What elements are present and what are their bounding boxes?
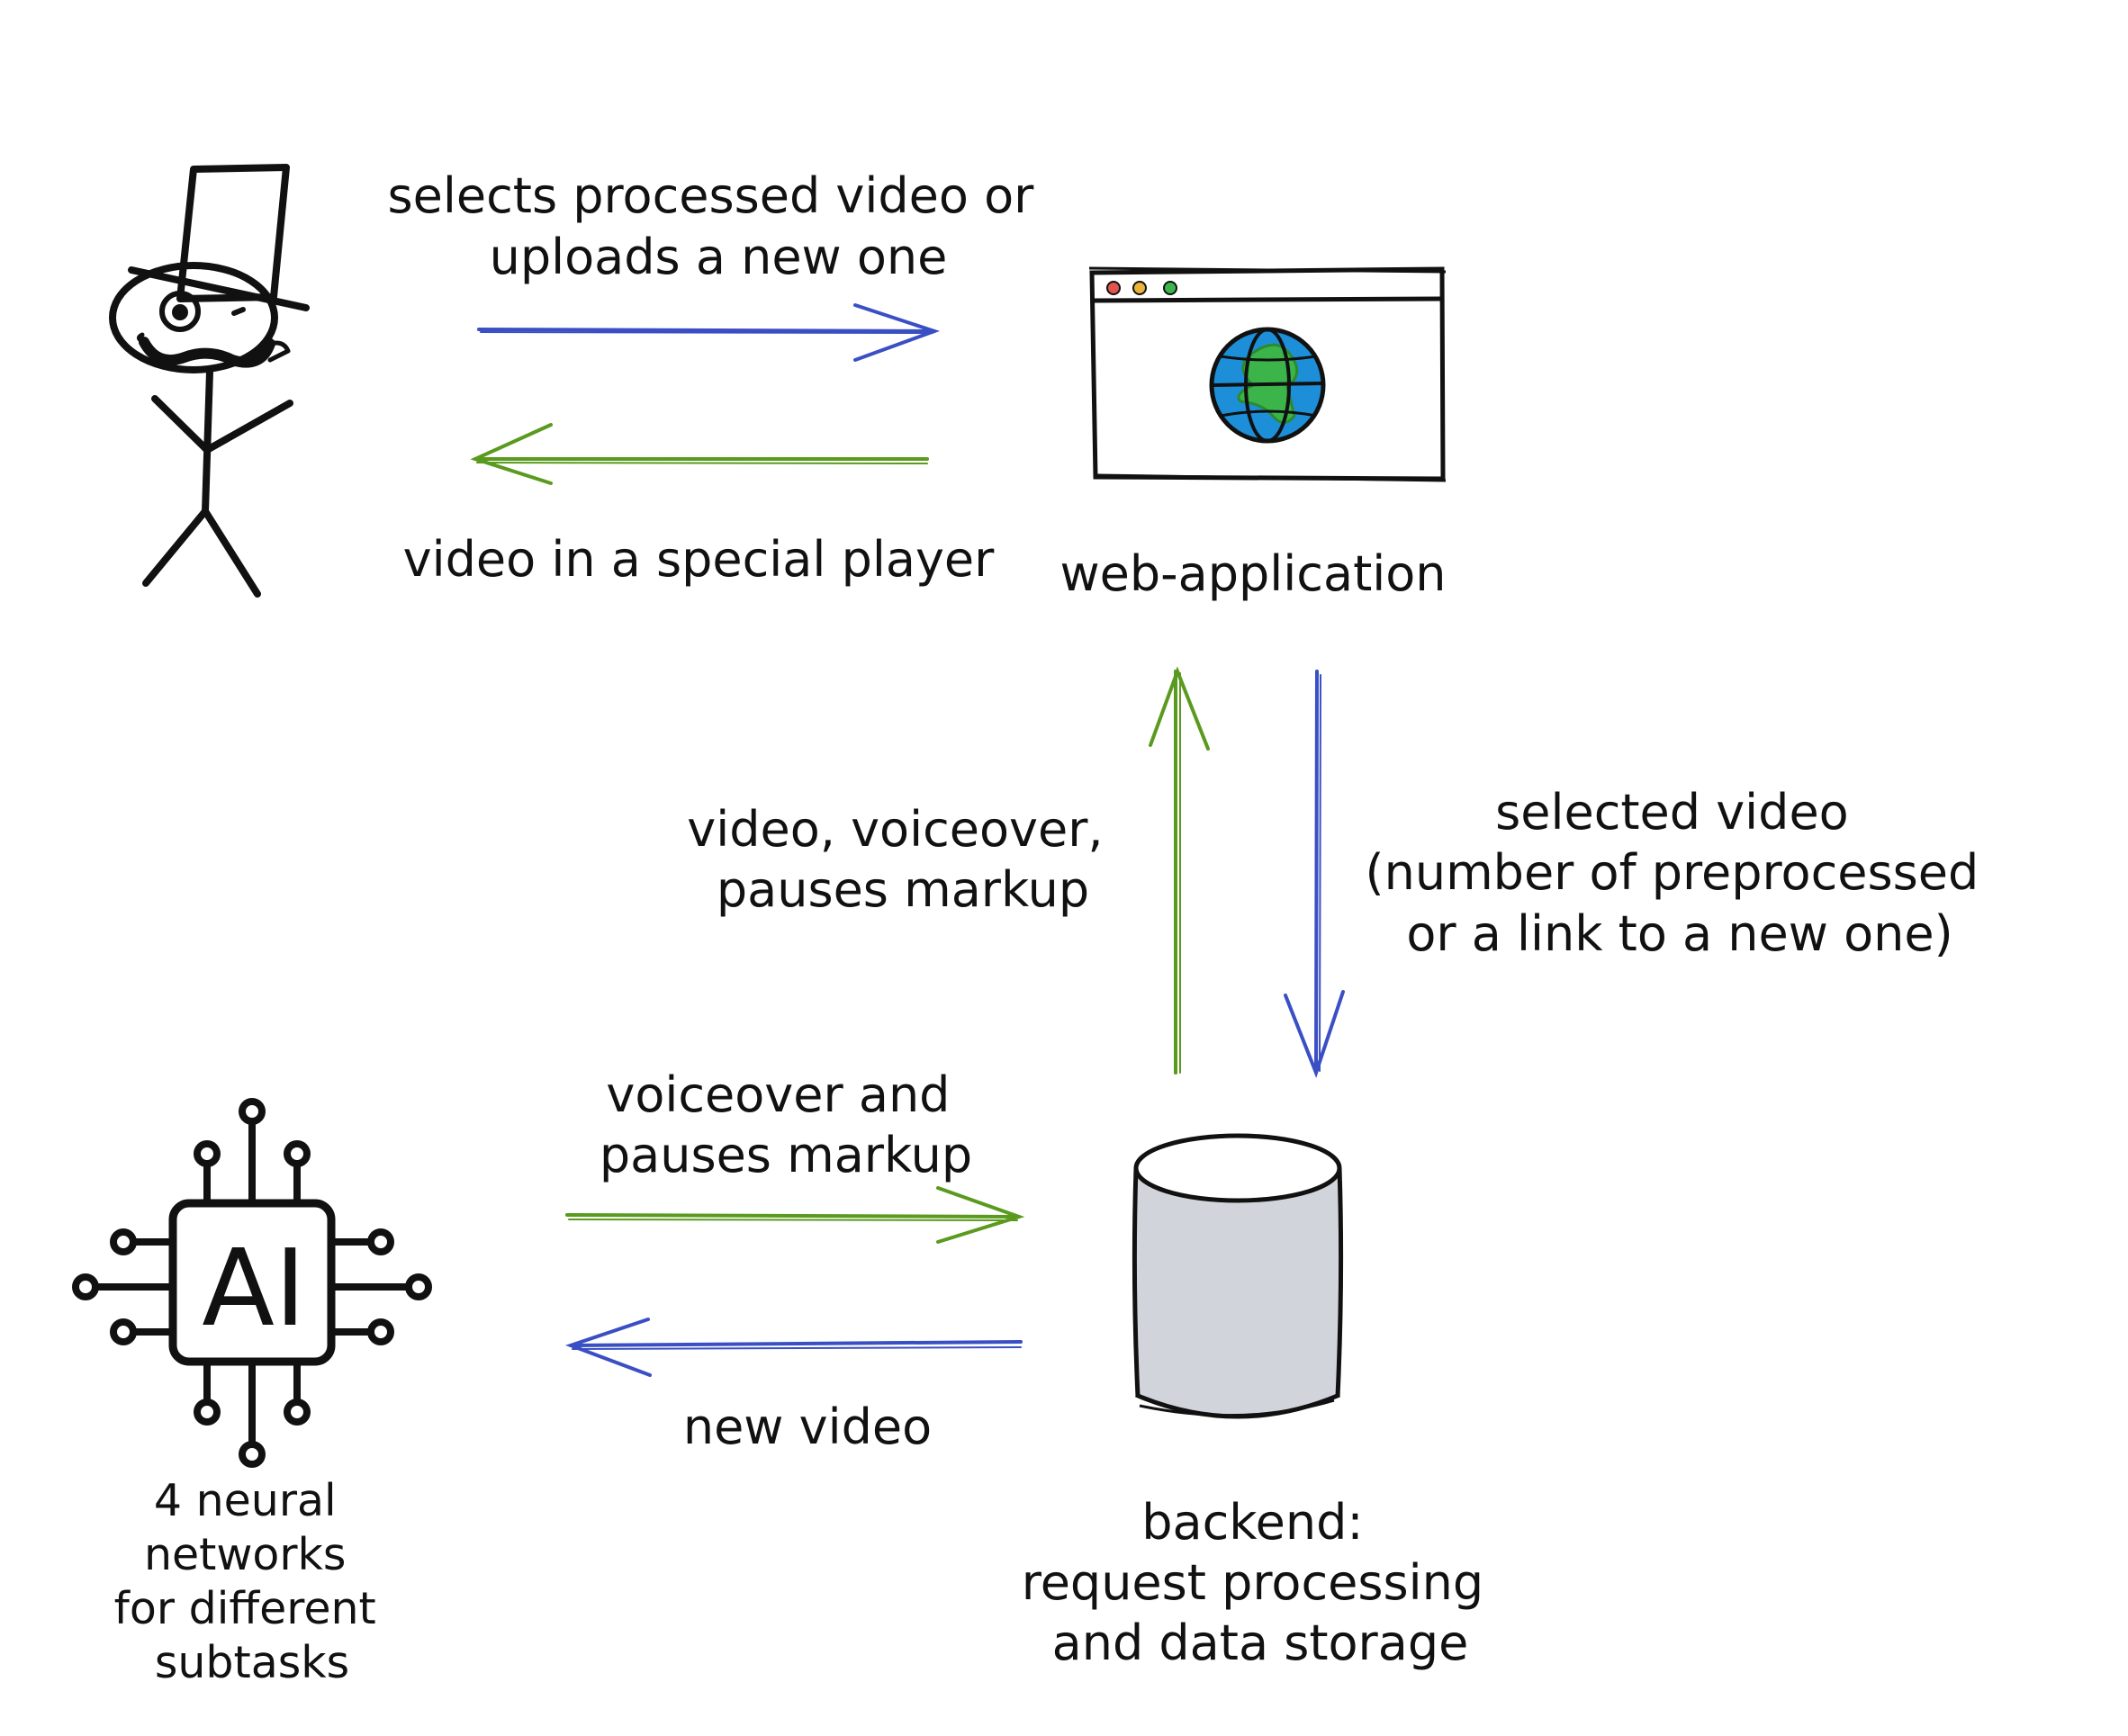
backend-node-label-line-2: request processing	[1022, 1554, 1483, 1611]
arrow-web-to-backend	[1284, 670, 1345, 1078]
ai-chip-text: AI	[202, 1226, 306, 1350]
edge-label-backend-to-web-line-2: pauses markup	[717, 861, 1089, 918]
ai-node-label-line-3: for different	[114, 1583, 376, 1634]
backend-node-label-line-3: and data storage	[1052, 1615, 1469, 1671]
ai-node-label: 4 neural networks for different subtasks	[114, 1475, 391, 1688]
arrow-user-to-web	[477, 303, 941, 362]
edge-label-backend-to-web-line-1: video, voiceover,	[687, 801, 1103, 858]
window-maximize-dot-icon	[1163, 281, 1177, 295]
arrow-ai-to-backend	[565, 1186, 1025, 1244]
ai-node-label-line-2: networks	[144, 1529, 347, 1580]
database-cylinder-icon	[1132, 1133, 1344, 1419]
ai-node-label-line-1: 4 neural	[154, 1475, 337, 1526]
edge-label-web-to-backend: selected video (number of preprocessed o…	[1366, 784, 1995, 962]
ai-node-label-line-4: subtasks	[155, 1637, 349, 1688]
arrow-web-to-user	[470, 423, 929, 485]
backend-node-label: backend: request processing and data sto…	[1022, 1494, 1500, 1671]
arrow-backend-to-web	[1149, 666, 1210, 1075]
edge-label-web-to-backend-line-1: selected video	[1495, 784, 1849, 841]
browser-window-icon	[1088, 266, 1447, 482]
arrow-backend-to-ai	[565, 1318, 1023, 1377]
web-application-label: web-application	[1059, 545, 1446, 602]
edge-label-backend-to-ai: new video	[683, 1399, 932, 1455]
backend-node-label-line-1: backend:	[1141, 1494, 1363, 1551]
edge-label-web-to-user-line-1: video in a special player	[403, 531, 995, 588]
edge-label-ai-to-backend: voiceover and pauses markup	[600, 1066, 972, 1183]
edge-label-web-to-backend-line-3: or a link to a new one)	[1406, 905, 1952, 962]
edge-label-web-to-user: video in a special player	[403, 531, 995, 588]
edge-label-ai-to-backend-line-1: voiceover and	[606, 1066, 950, 1123]
globe-icon	[1209, 327, 1326, 444]
edge-label-ai-to-backend-line-2: pauses markup	[600, 1127, 972, 1183]
edge-label-user-to-web-line-2: uploads a new one	[490, 229, 948, 285]
user-stick-figure-icon	[109, 164, 310, 598]
edge-label-user-to-web-line-1: selects processed video or	[388, 167, 1035, 224]
ai-chip-icon	[72, 1098, 432, 1468]
edge-label-backend-to-ai-line-1: new video	[683, 1399, 932, 1455]
edge-label-web-to-backend-line-2: (number of preprocessed	[1366, 844, 1979, 901]
window-minimize-dot-icon	[1132, 281, 1147, 295]
window-close-dot-icon	[1106, 281, 1121, 295]
edge-label-user-to-web: selects processed video or uploads a new…	[388, 167, 1050, 285]
edge-label-backend-to-web: video, voiceover, pauses markup	[687, 801, 1119, 918]
